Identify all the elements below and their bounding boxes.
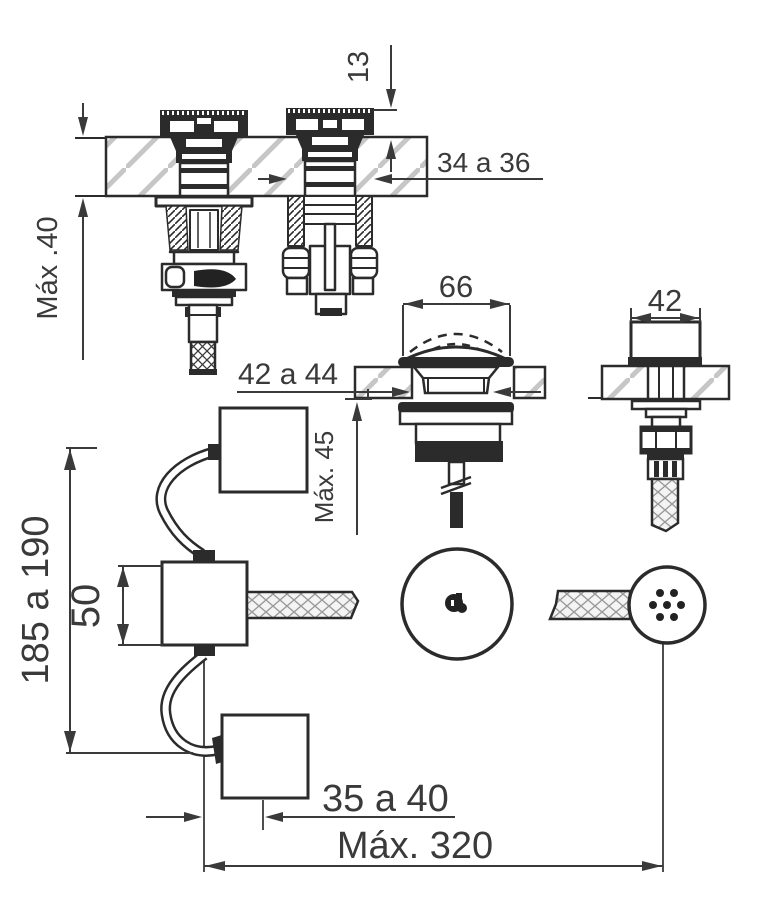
dim-label-66: 66 <box>439 269 473 304</box>
dim-label-max-40: Máx .40 <box>32 216 64 319</box>
spout-body-plan <box>160 560 249 647</box>
braided-hose-spray <box>548 589 632 621</box>
handle-top-plan <box>218 406 309 494</box>
dim-valve-top-height: 13 <box>343 45 397 172</box>
dim-spray-union: 42 <box>630 283 701 323</box>
dim-spout-to-handle: 35 a 40 <box>146 778 455 822</box>
dim-label-max-320: Máx. 320 <box>337 825 493 867</box>
dim-handles-distance: 185 a 190 <box>15 447 193 754</box>
dim-label-max-45: Máx. 45 <box>309 431 339 524</box>
drain-pivot-detail <box>445 593 467 613</box>
dim-counter-thickness: Máx .40 <box>32 103 88 360</box>
braided-hose-body <box>245 590 360 620</box>
handle-bottom-plan <box>220 713 310 800</box>
valve-assembly-left <box>154 110 254 375</box>
drain-plan-circle <box>400 547 514 661</box>
dim-label-34-36: 34 a 36 <box>437 147 530 178</box>
spray-plan-circle <box>548 565 707 645</box>
dim-body-height: 50 <box>64 565 163 646</box>
dim-valve-hole: 34 a 36 <box>258 147 543 184</box>
dim-label-185-190: 185 a 190 <box>15 515 57 684</box>
valve-assembly-right <box>281 108 379 316</box>
dim-label-42-44: 42 a 44 <box>238 358 338 391</box>
dim-label-35-40: 35 a 40 <box>322 778 449 820</box>
dim-label-50: 50 <box>64 584 108 629</box>
plan-view <box>155 406 664 872</box>
countertop-cross-section <box>75 135 429 198</box>
spray-union-front <box>588 320 731 533</box>
hose-bottom-handle <box>160 645 229 764</box>
dim-label-13: 13 <box>343 51 375 83</box>
hose-top-handle <box>155 444 221 562</box>
dim-drain-cap: 66 <box>402 269 511 356</box>
dim-total-reach: Máx. 320 <box>204 825 663 871</box>
pop-up-drain-front <box>353 332 547 528</box>
dim-drain-counter-max: Máx. 45 <box>309 389 372 535</box>
dim-label-42: 42 <box>648 283 682 318</box>
spray-holes <box>649 589 685 621</box>
